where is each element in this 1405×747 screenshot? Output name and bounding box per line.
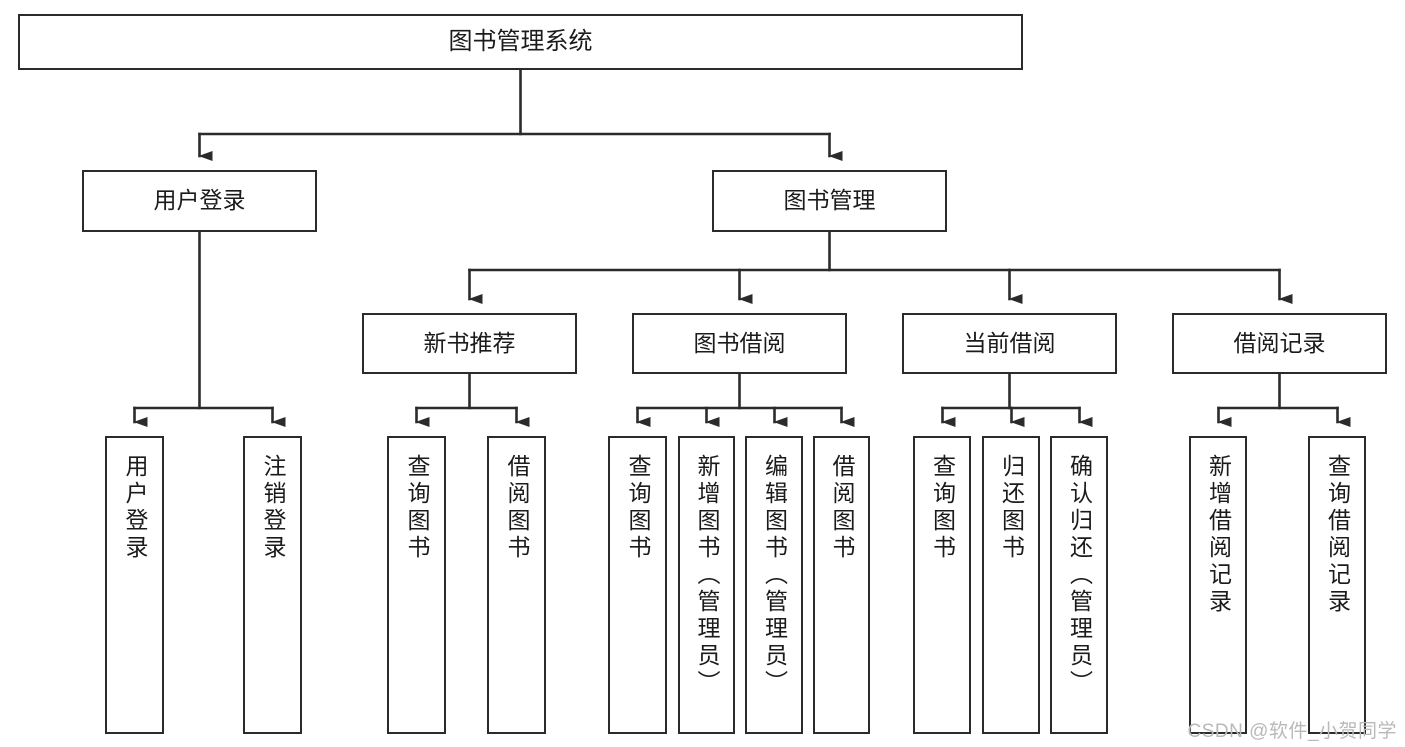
node-leaf-borrow-book-1-label: 借阅图书 [504,454,530,562]
node-current-borrow-label: 当前借阅 [963,329,1056,356]
node-leaf-add-book[interactable]: 新增图书（管理员） [678,436,735,734]
node-leaf-query-book-3[interactable]: 查询图书 [913,436,971,734]
node-leaf-confirm-return-label: 确认归还（管理员） [1066,454,1093,697]
node-leaf-query-book-2[interactable]: 查询图书 [608,436,667,734]
node-leaf-return-book[interactable]: 归还图书 [982,436,1040,734]
node-book-manage[interactable]: 图书管理 [712,170,947,232]
node-root-label: 图书管理系统 [448,27,593,55]
node-user-login[interactable]: 用户登录 [82,170,317,232]
node-book-borrow-label: 图书借阅 [693,329,786,356]
node-leaf-query-record[interactable]: 查询借阅记录 [1308,436,1366,734]
node-leaf-add-record[interactable]: 新增借阅记录 [1189,436,1247,734]
node-leaf-borrow-book-1[interactable]: 借阅图书 [487,436,546,734]
node-leaf-user-logout[interactable]: 注销登录 [243,436,302,734]
node-leaf-borrow-book-2-label: 借阅图书 [829,454,855,562]
node-user-login-label: 用户登录 [153,187,246,214]
node-leaf-add-record-label: 新增借阅记录 [1205,454,1232,616]
node-leaf-user-logout-label: 注销登录 [260,454,286,562]
node-leaf-return-book-label: 归还图书 [998,454,1025,562]
node-borrow-record-label: 借阅记录 [1233,329,1326,356]
node-root[interactable]: 图书管理系统 [18,14,1023,70]
node-leaf-edit-book-label: 编辑图书（管理员） [761,454,788,697]
node-leaf-edit-book[interactable]: 编辑图书（管理员） [745,436,803,734]
node-borrow-record[interactable]: 借阅记录 [1172,313,1387,374]
node-leaf-user-login[interactable]: 用户登录 [105,436,164,734]
node-new-book-recommend[interactable]: 新书推荐 [362,313,577,374]
node-leaf-borrow-book-2[interactable]: 借阅图书 [813,436,870,734]
node-current-borrow[interactable]: 当前借阅 [902,313,1117,374]
node-leaf-confirm-return[interactable]: 确认归还（管理员） [1050,436,1108,734]
node-leaf-user-login-label: 用户登录 [122,454,148,562]
node-leaf-query-book-1[interactable]: 查询图书 [387,436,446,734]
watermark-text: CSDN @软件_小贺同学 [1187,721,1397,742]
node-leaf-query-book-1-label: 查询图书 [404,454,430,562]
node-leaf-query-record-label: 查询借阅记录 [1324,454,1351,616]
node-leaf-query-book-3-label: 查询图书 [929,454,956,562]
node-leaf-add-book-label: 新增图书（管理员） [694,454,720,697]
node-leaf-query-book-2-label: 查询图书 [625,454,651,562]
node-book-manage-label: 图书管理 [783,187,876,214]
node-book-borrow[interactable]: 图书借阅 [632,313,847,374]
node-new-book-recommend-label: 新书推荐 [423,329,516,356]
